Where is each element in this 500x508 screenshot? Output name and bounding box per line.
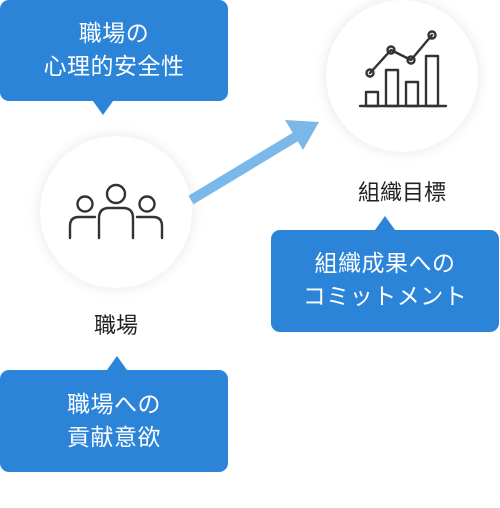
- workplace-node-circle: [40, 136, 192, 288]
- contribution-bubble-tail: [107, 356, 127, 370]
- psychological-safety-line-2: 心理的安全性: [43, 54, 185, 80]
- workplace-label: 職場: [93, 314, 138, 339]
- contribution-line-2: 貢献意欲: [67, 425, 161, 451]
- people-group-icon: [68, 183, 164, 240]
- commitment-line-2: コミットメント: [302, 284, 468, 310]
- org-goal-node-circle: [326, 0, 478, 152]
- contribution-bubble: 職場への 貢献意欲: [0, 370, 228, 472]
- org-goal-label: 組織目標: [357, 181, 446, 206]
- psychological-safety-bubble-tail: [93, 101, 113, 115]
- bar-line-chart-icon: [358, 30, 448, 108]
- commitment-line-1: 組織成果への: [314, 251, 456, 277]
- contribution-line-1: 職場への: [67, 392, 161, 418]
- psychological-safety-bubble: 職場の 心理的安全性: [0, 0, 228, 101]
- progress-arrow: [188, 120, 319, 205]
- commitment-bubble: 組織成果への コミットメント: [271, 230, 499, 332]
- psychological-safety-line-1: 職場の: [78, 21, 150, 47]
- commitment-bubble-tail: [375, 216, 395, 230]
